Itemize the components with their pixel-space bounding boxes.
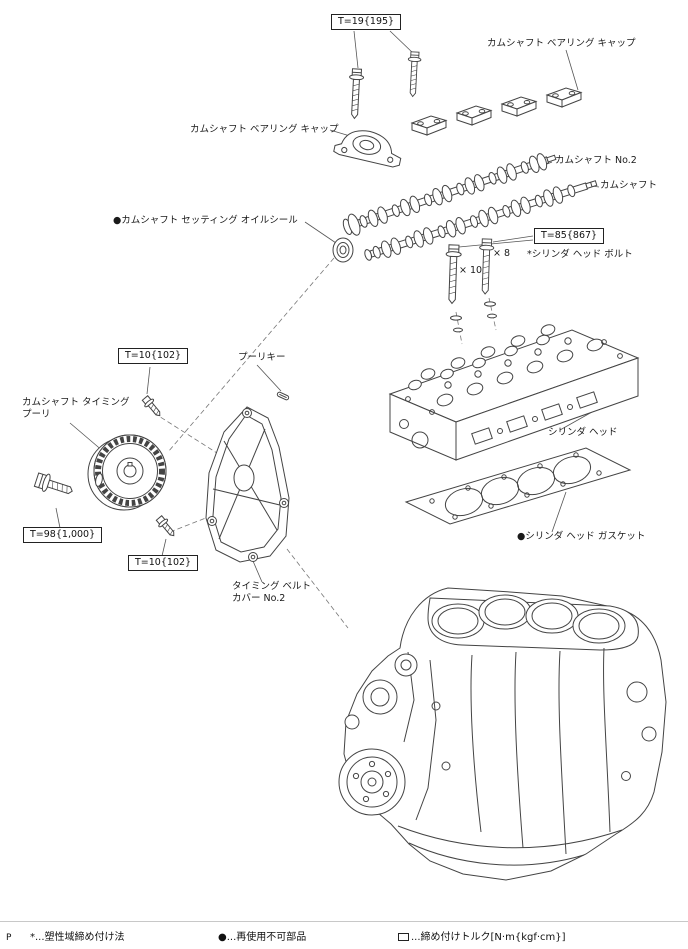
label-belt-cover-line2: カバー No.2 [232,593,286,604]
cover-bolt [154,513,179,540]
label-cylinder-head-bolt: *シリンダ ヘッド ボルト [527,249,633,260]
label-pulley-key: プーリキー [238,352,286,363]
label-bearing-cap-left: カムシャフト ベアリング キャップ [190,124,339,135]
head-bolt-washers [450,301,497,333]
pulley-washer [95,473,103,487]
legend-torque-text: ...締め付けトルク[N·m{kgf·cm}] [411,932,566,943]
label-cylinder-head: シリンダ ヘッド [548,427,618,438]
cylinder-head-drawing [388,324,640,461]
cover-bolt [140,393,165,420]
timing-pulley-drawing [87,434,167,511]
camshaft-drawing [364,180,598,261]
bearing-cap-bolt [346,68,365,120]
label-camshaft-no2: カムシャフト No.2 [555,155,637,166]
label-oil-seal: ●カムシャフト セッティング オイルシール [113,215,298,226]
bearing-cap [501,96,537,117]
label-timing-pulley-line1: カムシャフト タイミング [22,397,130,408]
legend-non-reusable: ●...再使用不可部品 [218,932,307,943]
page-marker: P [6,933,12,943]
label-camshaft: カムシャフト [600,180,658,191]
engine-block-drawing [338,587,667,881]
front-bearing-cap-drawing [333,130,402,168]
leader-lines [55,30,600,583]
bearing-cap [411,115,447,136]
torque-box-t10-bottom: T=10{102} [128,555,199,571]
torque-box-symbol-icon [398,933,409,941]
label-belt-cover-line1: タイミング ベルト [232,581,312,592]
pulley-key-drawing [276,391,290,401]
torque-box-t85: T=85{867} [534,228,605,244]
pulley-bolt-drawing [33,472,73,495]
label-timing-pulley-line2: プーリ [22,409,51,420]
bearing-cap [546,87,582,108]
label-head-gasket: ●シリンダ ヘッド ガスケット [517,531,646,542]
camshaft-no2-drawing [342,153,557,236]
footer-divider [0,921,688,922]
torque-box-t98: T=98{1,000} [23,527,103,543]
head-gasket-drawing [404,447,632,525]
label-qty-8: × 8 [493,248,511,259]
legend-torque-note: ...締め付けトルク[N·m{kgf·cm}] [398,928,566,943]
torque-box-t10-top: T=10{102} [118,348,189,364]
label-qty-10: × 10 [459,265,483,276]
legend-plastic-method: *...塑性域締め付け法 [30,932,125,943]
torque-box-t19: T=19{195} [331,14,402,30]
bearing-cap [456,105,492,126]
bearing-cap-bolt [405,51,422,98]
belt-cover-drawing [205,406,290,563]
oil-seal-drawing [332,237,354,263]
label-bearing-cap-top: カムシャフト ベアリング キャップ [487,38,636,49]
